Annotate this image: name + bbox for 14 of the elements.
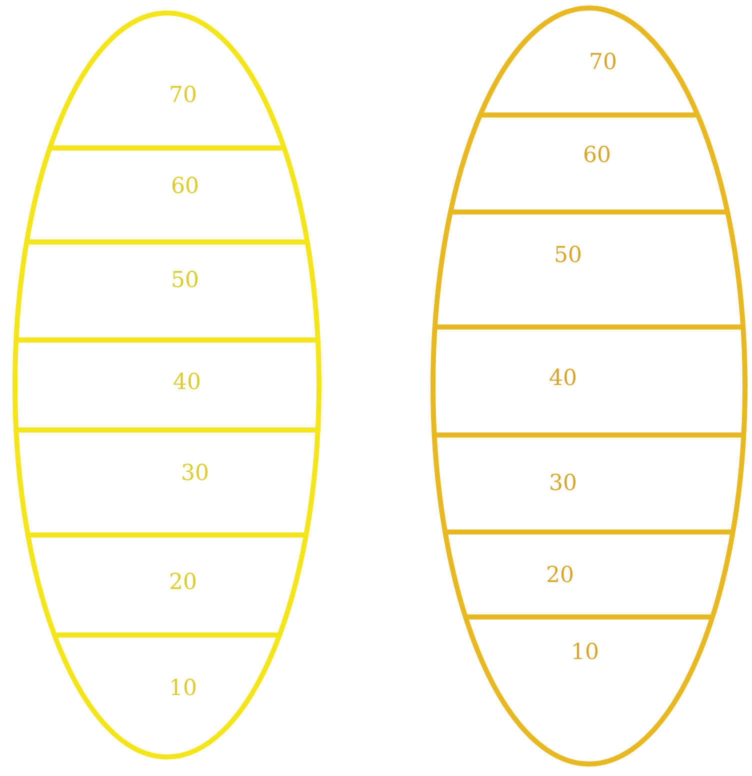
band-number: 60 — [583, 142, 611, 168]
band-number: 20 — [546, 562, 574, 588]
band-number: 70 — [169, 82, 197, 108]
band-number: 30 — [181, 460, 209, 486]
band-number: 60 — [171, 174, 199, 198]
band-number: 20 — [169, 570, 197, 594]
band-number: 10 — [571, 640, 599, 664]
band-number: 40 — [173, 370, 201, 394]
band-number: 50 — [171, 268, 199, 292]
band-number: 50 — [554, 242, 582, 268]
band-number: 10 — [169, 676, 197, 700]
band-number: 40 — [549, 366, 577, 390]
band-number: 70 — [589, 50, 617, 74]
band-number: 30 — [549, 470, 577, 496]
